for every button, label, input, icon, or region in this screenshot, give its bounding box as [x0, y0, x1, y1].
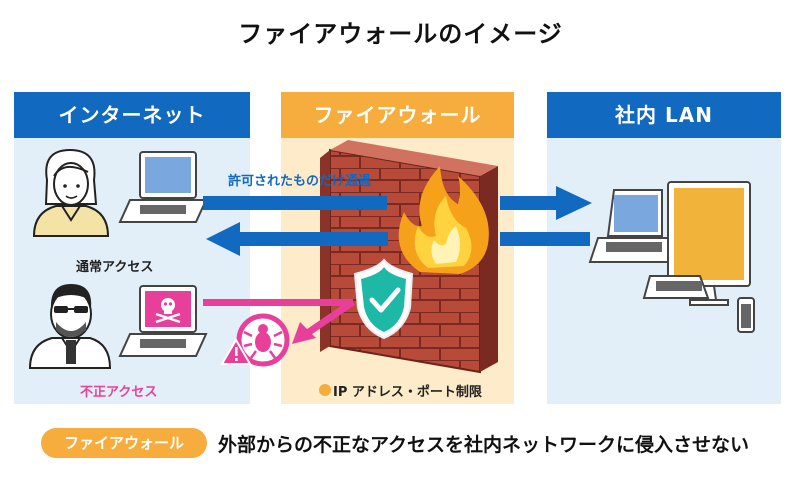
- footer-badge: ファイアウォール: [41, 428, 207, 458]
- blocked-traffic-arrow: [203, 299, 355, 344]
- illegal-access-label: 不正アクセス: [80, 385, 158, 400]
- lan-desktop-icon: [642, 181, 755, 333]
- attacker-icon: [28, 284, 112, 369]
- panel-firewall-header: ファイアウォール: [281, 92, 514, 138]
- restriction-note: IP アドレス・ポート制限: [319, 381, 499, 400]
- panel-internet-header: インターネット: [14, 92, 250, 138]
- bullet-dot-icon: [319, 384, 331, 396]
- virus-icon: [236, 313, 290, 367]
- allowed-traffic-label: 許可されたものだけ通過: [228, 174, 372, 189]
- allowed-traffic-arrows: [203, 186, 592, 256]
- panel-lan-header: 社内 LAN: [547, 92, 781, 138]
- restriction-label: IP アドレス・ポート制限: [333, 385, 482, 400]
- fire-icon: [398, 166, 489, 274]
- page-title: ファイアウォールのイメージ: [238, 20, 563, 48]
- warning-icon: [220, 338, 252, 365]
- footer-text: 外部からの不正なアクセスを社内ネットワークに侵入させない: [218, 434, 750, 456]
- normal-user-icon: [32, 148, 110, 237]
- normal-access-label: 通常アクセス: [76, 260, 154, 275]
- attacker-laptop-icon: [118, 285, 208, 357]
- normal-laptop-icon: [118, 151, 208, 223]
- shield-icon: [353, 258, 414, 340]
- lan-laptop-icon: [588, 189, 682, 263]
